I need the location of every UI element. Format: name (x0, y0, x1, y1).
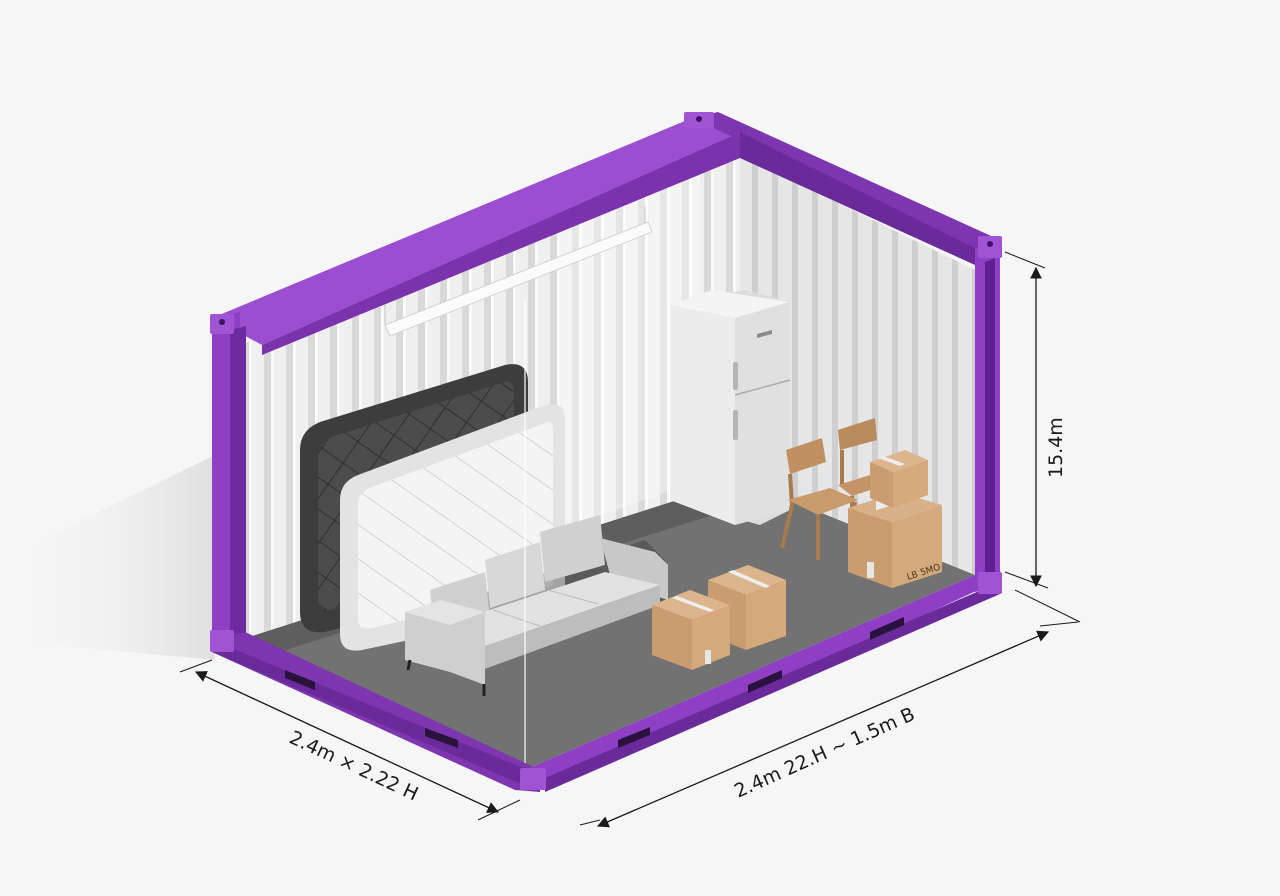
side-length-label: 2.4m 22.H ~ 1.5m B (731, 703, 918, 802)
height-label: 15.4m (1045, 417, 1067, 478)
front-width-label: 2.4m × 2.22 H (286, 727, 422, 806)
ground-shadow (0, 455, 215, 660)
refrigerator (670, 290, 791, 525)
dimension-height: 15.4m (1004, 251, 1067, 589)
sofa (405, 515, 668, 696)
wall-light-sheen (560, 175, 700, 530)
